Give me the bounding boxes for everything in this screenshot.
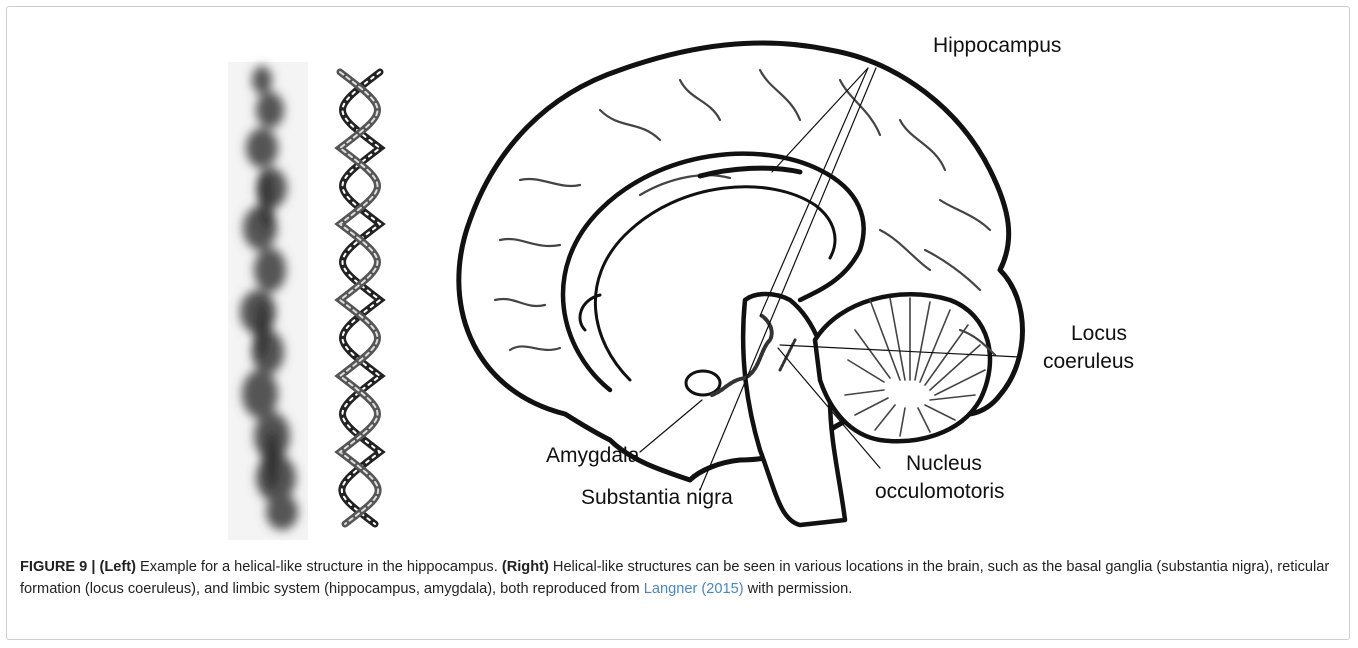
caption-right-label: (Right)	[502, 559, 549, 575]
label-locus-line2: coeruleus	[1043, 350, 1134, 373]
figure-artwork: Hippocampus Locus coeruleus Amygdala Nuc…	[0, 0, 1358, 540]
caption-end-text: with permission.	[744, 581, 853, 597]
label-hippocampus: Hippocampus	[933, 34, 1061, 57]
caption-left-label: (Left)	[100, 559, 136, 575]
label-substantia-nigra: Substantia nigra	[581, 486, 733, 509]
caption-figure-label: FIGURE 9 |	[20, 559, 95, 575]
helix-blur-image	[228, 62, 308, 540]
label-amygdala: Amygdala	[546, 444, 640, 467]
figure-caption: FIGURE 9 | (Left) Example for a helical-…	[20, 557, 1338, 600]
label-locus-line1: Locus	[1071, 322, 1127, 345]
label-nucleus-line1: Nucleus	[906, 452, 982, 475]
label-nucleus-line2: occulomotoris	[875, 480, 1005, 503]
caption-left-text: Example for a helical-like structure in …	[136, 559, 502, 575]
caption-reference-link[interactable]: Langner (2015)	[644, 581, 744, 597]
double-helix-image	[340, 72, 380, 524]
